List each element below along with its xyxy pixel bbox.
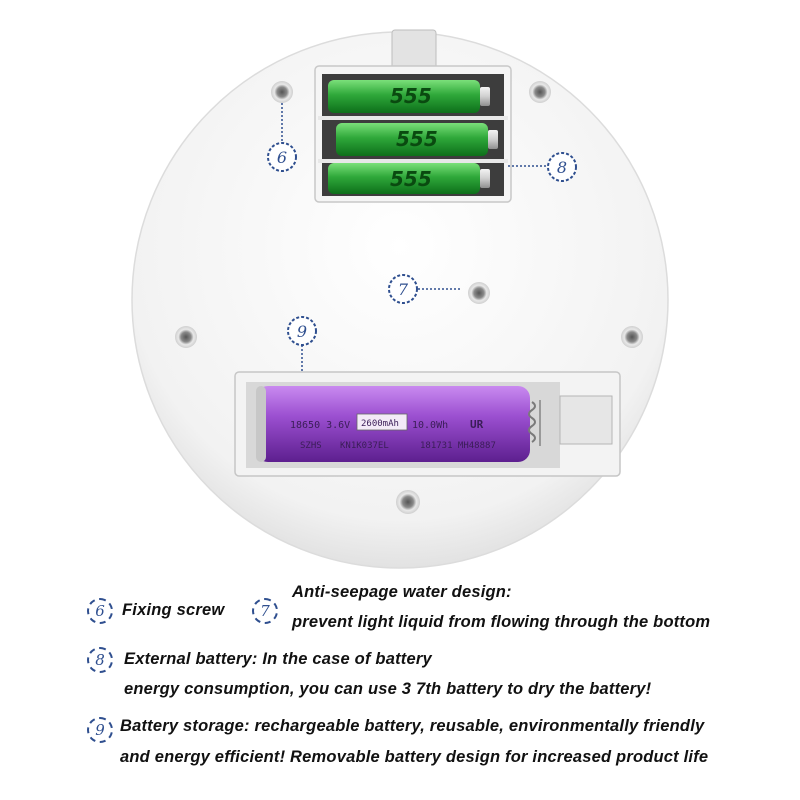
aaa-battery-compartment: 555 555 555 xyxy=(314,65,512,203)
li-code-3: 181731 MH48887 xyxy=(420,441,496,451)
battery-spring xyxy=(528,400,541,446)
li-18650-battery: 18650 3.6V 2600mAh 10.0Wh UR SZHS KN1K03… xyxy=(256,386,530,462)
callout-6: 6 xyxy=(267,142,297,172)
svg-text:9: 9 xyxy=(297,322,307,341)
screw-hole xyxy=(621,326,643,348)
li-code-2: KN1K037EL xyxy=(340,441,389,451)
ul-mark: UR xyxy=(470,418,484,431)
li-capacity: 2600mAh xyxy=(361,419,399,429)
li-spec-1: 18650 3.6V xyxy=(290,420,350,431)
callout-9: 9 xyxy=(287,316,317,346)
svg-text:8: 8 xyxy=(557,158,567,177)
aaa-battery: 555 xyxy=(328,163,490,194)
callout-8: 8 xyxy=(547,152,577,182)
aaa-label: 555 xyxy=(390,84,432,108)
li-code-1: SZHS xyxy=(300,441,322,451)
svg-text:6: 6 xyxy=(277,148,287,167)
li-spec-2: 10.0Wh xyxy=(412,420,448,431)
svg-text:7: 7 xyxy=(398,280,409,299)
screw-hole xyxy=(271,81,293,103)
aaa-label: 555 xyxy=(396,127,438,151)
aaa-battery: 555 xyxy=(336,123,498,156)
aaa-label: 555 xyxy=(390,167,432,191)
aaa-battery: 555 xyxy=(328,80,490,113)
drain-hole xyxy=(468,282,490,304)
callout-7: 7 xyxy=(388,274,418,304)
screw-hole xyxy=(529,81,551,103)
screw-hole xyxy=(175,326,197,348)
screw-hole xyxy=(396,490,420,514)
li-battery-compartment: 18650 3.6V 2600mAh 10.0Wh UR SZHS KN1K03… xyxy=(234,371,621,477)
